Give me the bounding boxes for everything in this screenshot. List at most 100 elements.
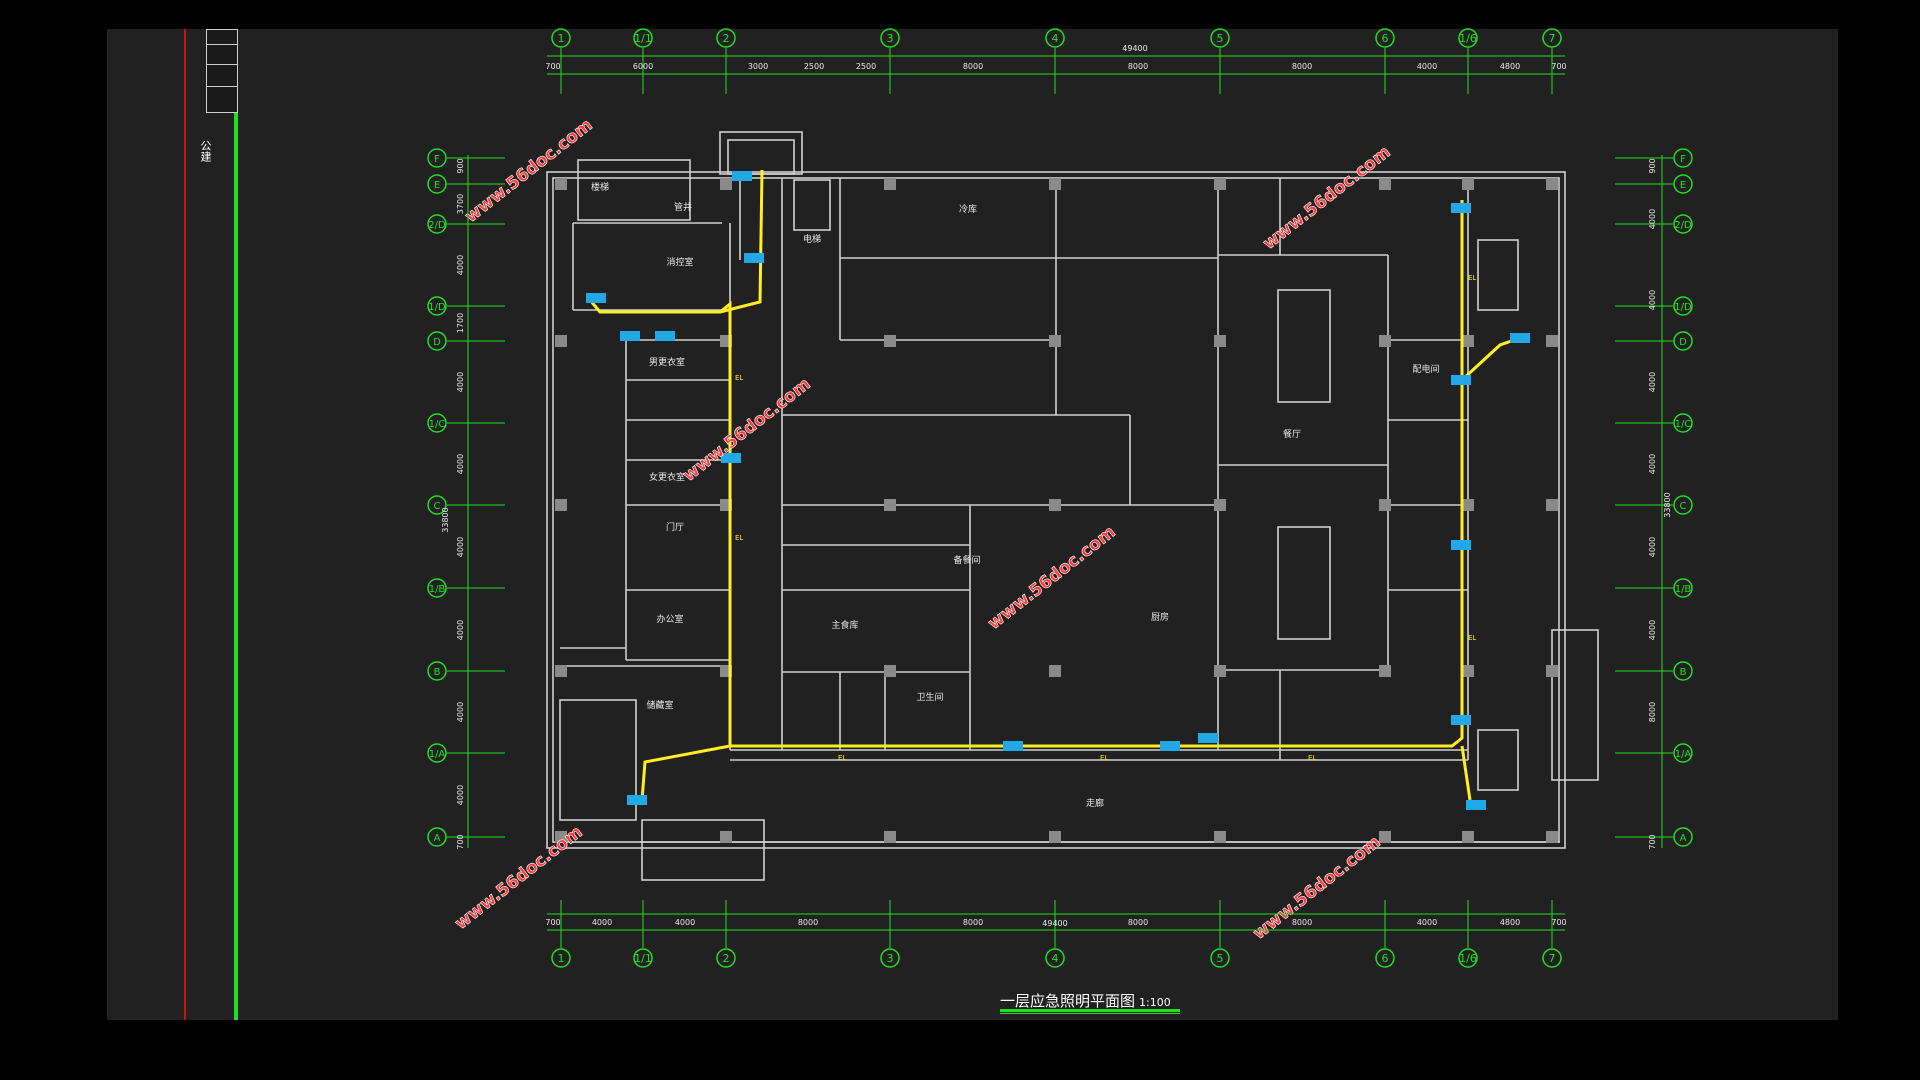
dim-top: 2500	[804, 62, 824, 71]
dim-top: 700	[545, 62, 560, 71]
grid-bubble-bottom: 6	[1375, 948, 1395, 968]
dim-right: 4000	[1648, 454, 1657, 474]
svg-text:B: B	[434, 667, 441, 678]
table-group	[1277, 526, 1331, 640]
grid-bubble-top: 2	[716, 28, 736, 48]
grid-bubble-left: F	[427, 148, 447, 168]
dim-top: 3000	[748, 62, 768, 71]
dim-right: 4000	[1648, 209, 1657, 229]
dim-right: 8000	[1648, 702, 1657, 722]
dim-bottom: 8000	[1128, 918, 1148, 927]
svg-text:1/B: 1/B	[429, 584, 446, 595]
dim-bottom: 8000	[798, 918, 818, 927]
dim-bottom: 700	[1551, 918, 1566, 927]
dim-right: 4000	[1648, 620, 1657, 640]
emergency-light-fixture	[586, 293, 606, 303]
dim-bottom: 4000	[592, 918, 612, 927]
emergency-light-fixture	[721, 453, 741, 463]
grid-bubble-top: 6	[1375, 28, 1395, 48]
dim-right: 4000	[1648, 290, 1657, 310]
svg-text:2: 2	[723, 952, 730, 965]
svg-text:1/D: 1/D	[1674, 302, 1692, 313]
dim-total-right: 33800	[1663, 492, 1672, 517]
svg-text:4: 4	[1052, 952, 1059, 965]
stair-canopy	[719, 131, 803, 175]
dim-right: 900	[1648, 158, 1657, 173]
grid-bubble-bottom: 4	[1045, 948, 1065, 968]
dim-bottom: 700	[545, 918, 560, 927]
svg-text:7: 7	[1549, 32, 1556, 45]
grid-bubble-top: 7	[1542, 28, 1562, 48]
emergency-light-fixture	[655, 331, 675, 341]
room-label-r3: 消控室	[666, 256, 693, 268]
emergency-light-fixture	[1003, 741, 1023, 751]
column	[884, 178, 896, 190]
svg-text:F: F	[1680, 154, 1686, 165]
svg-text:2/D: 2/D	[428, 220, 446, 231]
dim-right: 4000	[1648, 372, 1657, 392]
dim-left: 4000	[456, 702, 465, 722]
column	[1214, 831, 1226, 843]
dim-top: 700	[1551, 62, 1566, 71]
dim-left: 4000	[456, 255, 465, 275]
dim-right: 700	[1648, 834, 1657, 849]
column	[1546, 335, 1558, 347]
column	[1462, 335, 1474, 347]
emergency-light-fixture	[1198, 733, 1218, 743]
column	[1049, 499, 1061, 511]
column	[1462, 178, 1474, 190]
room-label-r11: 餐厅	[1283, 428, 1301, 440]
sheet-border-red	[184, 29, 186, 1020]
grid-bubble-right: F	[1673, 148, 1693, 168]
svg-text:D: D	[1679, 337, 1687, 348]
watermark: www.56doc.com	[461, 115, 596, 227]
svg-text:1/A: 1/A	[429, 749, 446, 760]
dim-left: 700	[456, 834, 465, 849]
room-label-r12: 备餐间	[953, 554, 980, 566]
dim-left: 4000	[456, 372, 465, 392]
stair-right-bottom	[1477, 729, 1519, 791]
dim-top: 6000	[633, 62, 653, 71]
svg-text:B: B	[1680, 667, 1687, 678]
stair-right-top	[1477, 239, 1519, 311]
column	[1214, 499, 1226, 511]
circuit-run	[640, 744, 731, 801]
column	[1049, 335, 1061, 347]
grid-bubble-top: 1/1	[633, 28, 653, 48]
emergency-light-fixture	[627, 795, 647, 805]
dim-top: 4800	[1500, 62, 1520, 71]
grid-bubble-right: E	[1673, 174, 1693, 194]
emergency-light-fixture	[620, 331, 640, 341]
grid-bubble-right: 1/C	[1673, 413, 1693, 433]
column	[1049, 831, 1061, 843]
walls	[546, 131, 1599, 881]
sheet-title-text: 一层应急照明平面图	[1000, 992, 1136, 1010]
column	[1546, 499, 1558, 511]
column	[1462, 665, 1474, 677]
dim-total-top: 49400	[1122, 44, 1147, 53]
dim-bottom: 4000	[675, 918, 695, 927]
circuit-run	[719, 169, 764, 314]
grid-bubble-bottom: 2	[716, 948, 736, 968]
column	[555, 831, 567, 843]
dim-top: 8000	[1292, 62, 1312, 71]
svg-text:1/1: 1/1	[634, 952, 652, 965]
emergency-light-fixture	[1451, 375, 1471, 385]
grid-bubble-right: B	[1673, 661, 1693, 681]
table-group	[1277, 289, 1331, 403]
grid-bubble-left: C	[427, 495, 447, 515]
circuit-run	[588, 200, 1464, 748]
emergency-light-fixture	[1466, 800, 1486, 810]
room-label-r15: 走廊	[1086, 797, 1104, 809]
dim-left: 900	[456, 158, 465, 173]
circuit-run	[1460, 745, 1472, 801]
grid-bubble-right: C	[1673, 495, 1693, 515]
dim-left: 4000	[456, 620, 465, 640]
emergency-light-fixture	[1451, 540, 1471, 550]
dim-top: 8000	[963, 62, 983, 71]
column	[1379, 831, 1391, 843]
grid-bubble-bottom: 5	[1210, 948, 1230, 968]
column	[720, 178, 732, 190]
